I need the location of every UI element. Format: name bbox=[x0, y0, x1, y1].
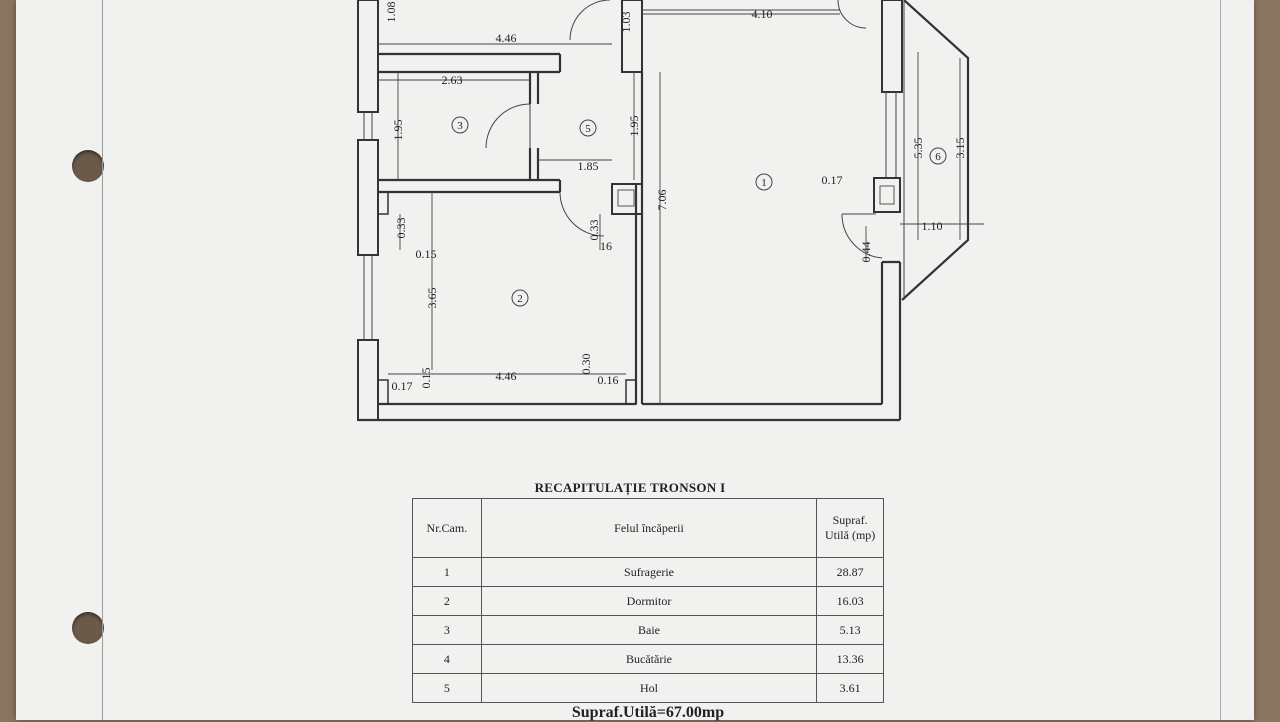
cell-area: 3.61 bbox=[816, 673, 884, 703]
plan-room-numbers: 3 5 1 2 6 bbox=[451, 116, 947, 307]
dim-1-08: 1.08 bbox=[384, 2, 398, 23]
dim-4-46-bottom: 4.46 bbox=[496, 369, 517, 383]
recap-header-row: Nr.Cam. Felul încăperii Supraf. Utilă (m… bbox=[412, 498, 884, 558]
cell-name: Hol bbox=[480, 673, 818, 703]
plan-dimension-labels: 1.08 4.46 1.03 4.10 2.63 1.95 1.95 1.85 … bbox=[384, 2, 967, 394]
recap-table: Nr.Cam. Felul încăperii Supraf. Utilă (m… bbox=[412, 498, 884, 703]
plan-walls bbox=[357, 0, 970, 422]
table-row: 4 Bucătărie 13.36 bbox=[412, 644, 884, 674]
dim-1-95-left: 1.95 bbox=[391, 120, 405, 141]
table-row: 1 Sufragerie 28.87 bbox=[412, 557, 884, 587]
cell-nr: 1 bbox=[412, 557, 482, 587]
dim-1-85: 1.85 bbox=[578, 159, 599, 173]
table-row: 3 Baie 5.13 bbox=[412, 615, 884, 645]
total-area: Supraf.Utilă=67.00mp bbox=[571, 704, 725, 721]
dim-0-30: 0.30 bbox=[579, 354, 593, 375]
cell-area: 13.36 bbox=[816, 644, 884, 674]
dim-7-06: 7.06 bbox=[655, 190, 669, 211]
recap-title: RECAPITULAȚIE TRONSON I bbox=[534, 480, 726, 495]
header-nr: Nr.Cam. bbox=[412, 498, 482, 558]
cell-name: Sufragerie bbox=[480, 557, 818, 587]
dim-1-10: 1.10 bbox=[922, 219, 943, 233]
room-number-5: 5 bbox=[585, 123, 591, 135]
binder-hole-bottom bbox=[72, 612, 104, 644]
room-number-2: 2 bbox=[517, 293, 523, 305]
header-name: Felul încăperii bbox=[480, 498, 818, 558]
dim-5-35: 5.35 bbox=[911, 138, 925, 159]
dim-0-17-right: 0.17 bbox=[822, 173, 843, 187]
dim-1-95-mid: 1.95 bbox=[627, 116, 641, 137]
cell-name: Bucătărie bbox=[480, 644, 818, 674]
plan-dimension-lines bbox=[378, 13, 984, 404]
cell-nr: 2 bbox=[412, 586, 482, 616]
header-area: Supraf. Utilă (mp) bbox=[816, 498, 884, 558]
room-number-1: 1 bbox=[761, 177, 767, 189]
dim-3-65: 3.65 bbox=[425, 288, 439, 309]
cell-name: Baie bbox=[480, 615, 818, 645]
cell-nr: 3 bbox=[412, 615, 482, 645]
dim-0-33-left: 0.33 bbox=[394, 218, 408, 239]
dim-3-15: 3.15 bbox=[953, 138, 967, 159]
dim-4-10: 4.10 bbox=[752, 7, 773, 21]
dim-0-33-mid: 0.33 bbox=[587, 220, 601, 241]
dim-4-46-top: 4.46 bbox=[496, 31, 517, 45]
dim-0-16-bottom: 0.16 bbox=[598, 373, 619, 387]
binder-hole-top bbox=[72, 150, 104, 182]
cell-nr: 4 bbox=[412, 644, 482, 674]
cell-area: 5.13 bbox=[816, 615, 884, 645]
margin-line bbox=[102, 0, 103, 720]
cell-area: 16.03 bbox=[816, 586, 884, 616]
table-row: 5 Hol 3.61 bbox=[412, 673, 884, 703]
margin-line-right bbox=[1220, 0, 1221, 720]
room-number-6: 6 bbox=[935, 151, 941, 163]
cell-nr: 5 bbox=[412, 673, 482, 703]
dim-0-17-bottom: 0.17 bbox=[392, 379, 413, 393]
dim-0-15-left: 0.15 bbox=[416, 247, 437, 261]
dim-2-63: 2.63 bbox=[442, 73, 463, 87]
cell-area: 28.87 bbox=[816, 557, 884, 587]
cell-name: Dormitor bbox=[480, 586, 818, 616]
dim-0-15-bottom: 0.15 bbox=[419, 368, 433, 389]
dim-1-03: 1.03 bbox=[619, 12, 633, 33]
plan-doors bbox=[485, 0, 883, 259]
room-number-3: 3 bbox=[457, 120, 463, 132]
dim-16-mid: 16 bbox=[600, 239, 612, 253]
dim-0-44: 0.44 bbox=[859, 242, 873, 263]
table-row: 2 Dormitor 16.03 bbox=[412, 586, 884, 616]
